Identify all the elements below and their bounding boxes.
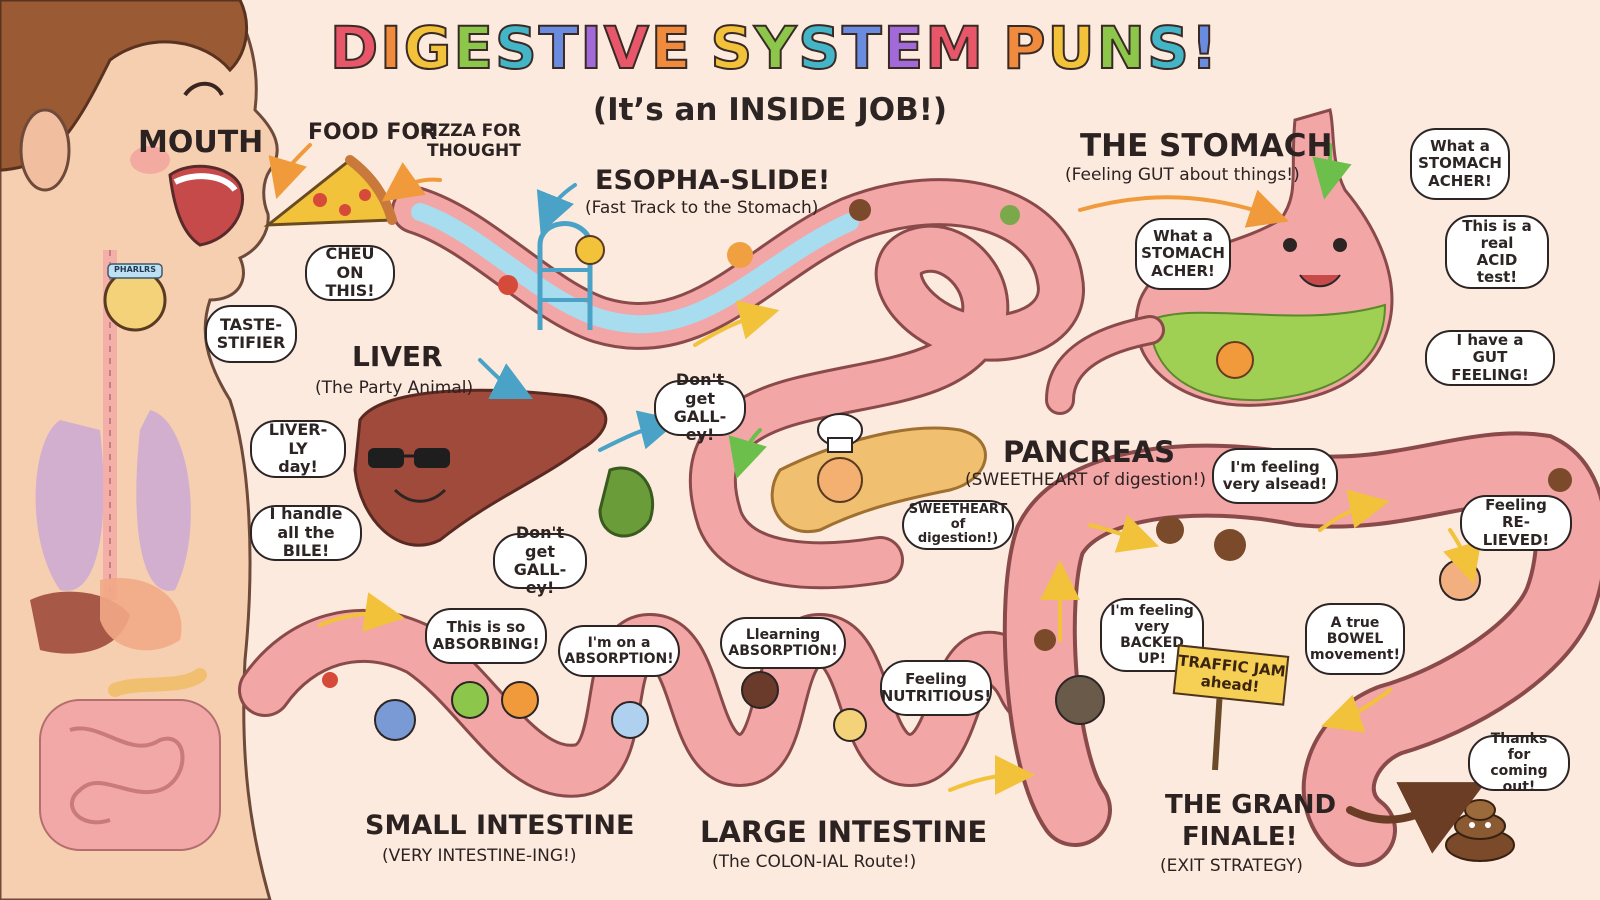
bubble-bowel: A true BOWEL movement! xyxy=(1305,603,1405,675)
pizza-icon xyxy=(263,155,397,227)
left-lung xyxy=(35,420,104,591)
ear xyxy=(19,108,71,192)
bubble-acher-outer: What a STOMACH ACHER! xyxy=(1410,128,1510,200)
bubble-absorption-roll: I'm on a ABSORPTION! xyxy=(558,625,680,677)
finale-label-line1: THE GRAND xyxy=(1165,790,1337,820)
small-intestine xyxy=(238,609,1067,798)
pancreas-label: PANCREAS xyxy=(1003,435,1176,469)
bubble-liverly: LIVER-LY day! xyxy=(250,420,346,478)
bubble-chew: CHEU ON THIS! xyxy=(305,245,395,301)
large-intestine-label: LARGE INTESTINE xyxy=(700,815,988,849)
flow-arrows xyxy=(268,143,1486,854)
pancreas-organ xyxy=(770,413,987,533)
bubble-acid: This is a real ACID test! xyxy=(1445,215,1549,289)
bubble-gut: I have a GUT FEELING! xyxy=(1425,330,1555,386)
bubble-bile: I handle all the BILE! xyxy=(250,505,362,561)
finale-caption: (EXIT STRATEGY) xyxy=(1160,856,1303,876)
poop-icon xyxy=(1445,799,1515,862)
title-word: SYSTEM xyxy=(709,13,985,83)
bubble-nutritious: Feeling NUTRITIOUS! xyxy=(880,660,992,716)
stomach-acid xyxy=(1148,303,1387,402)
person-figure xyxy=(0,0,279,900)
stomach-label: THE STOMACH xyxy=(1080,128,1333,164)
large-intestine xyxy=(1002,431,1600,867)
title-word: DIGESTIVE xyxy=(329,13,693,83)
sunglasses-icon xyxy=(368,448,450,468)
open-mouth xyxy=(168,164,245,247)
food-label: FOOD FOR xyxy=(308,120,438,145)
tastebud-character xyxy=(103,268,167,332)
finale-label-line2: FINALE! xyxy=(1182,822,1298,852)
bubble-taste: TASTE- STIFIER xyxy=(205,305,297,363)
bubble-absorbing: This is so ABSORBING! xyxy=(425,608,547,664)
mini-intestines xyxy=(39,699,221,851)
gallbladder xyxy=(598,466,655,538)
stomach-caption: (Feeling GUT about things!) xyxy=(1065,165,1300,185)
right-lung xyxy=(136,410,191,591)
large-intestine-caption: (The COLON-IAL Route!) xyxy=(712,852,917,872)
closed-eye xyxy=(183,81,224,97)
small-intestine-caption: (VERY INTESTINE-ING!) xyxy=(382,846,577,866)
bubble-learning: Llearning ABSORPTION! xyxy=(720,617,846,669)
small-intestine-label: SMALL INTESTINE xyxy=(365,810,635,841)
bubble-gall-bottom: Don't get GALL-ey! xyxy=(493,524,587,597)
liver-organ xyxy=(353,388,655,547)
bubble-relieved: Feeling RE-LIEVED! xyxy=(1460,495,1572,551)
title-word: PUNS! xyxy=(1002,13,1220,83)
bubble-sweetheart: SWEETHEART of digestion!) xyxy=(902,500,1014,550)
pancreas-caption: (SWEETHEART of digestion!) xyxy=(965,470,1207,490)
signpost-icon xyxy=(1212,689,1223,771)
character-badge: PHARLRS xyxy=(114,265,156,274)
bubble-coming-out: Thanks for coming out! xyxy=(1468,731,1570,795)
esophagus-label: ESOPHA-SLIDE! xyxy=(595,165,831,196)
bubble-backed-up: I'm feeling very BACKED UP! xyxy=(1100,598,1204,672)
liver-label: LIVER xyxy=(352,340,443,373)
bubble-acher-inner: What a STOMACH ACHER! xyxy=(1135,218,1231,290)
bubble-gall-top: Don't get GALL-ey! xyxy=(654,371,746,444)
mouth-label: MOUTH xyxy=(138,125,264,160)
pizza-label: FIZZA FOR THOUGHT xyxy=(420,121,521,161)
bubble-alsead: I'm feeling very alsead! xyxy=(1212,448,1338,504)
page-subtitle: (It’s an INSIDE JOB!) xyxy=(592,92,948,128)
water-slide-stream xyxy=(411,203,859,334)
esophagus-caption: (Fast Track to the Stomach) xyxy=(585,198,819,218)
chef-hat-icon xyxy=(817,413,863,453)
liver-caption: (The Party Animal) xyxy=(315,378,474,398)
mini-stomach xyxy=(100,578,182,651)
